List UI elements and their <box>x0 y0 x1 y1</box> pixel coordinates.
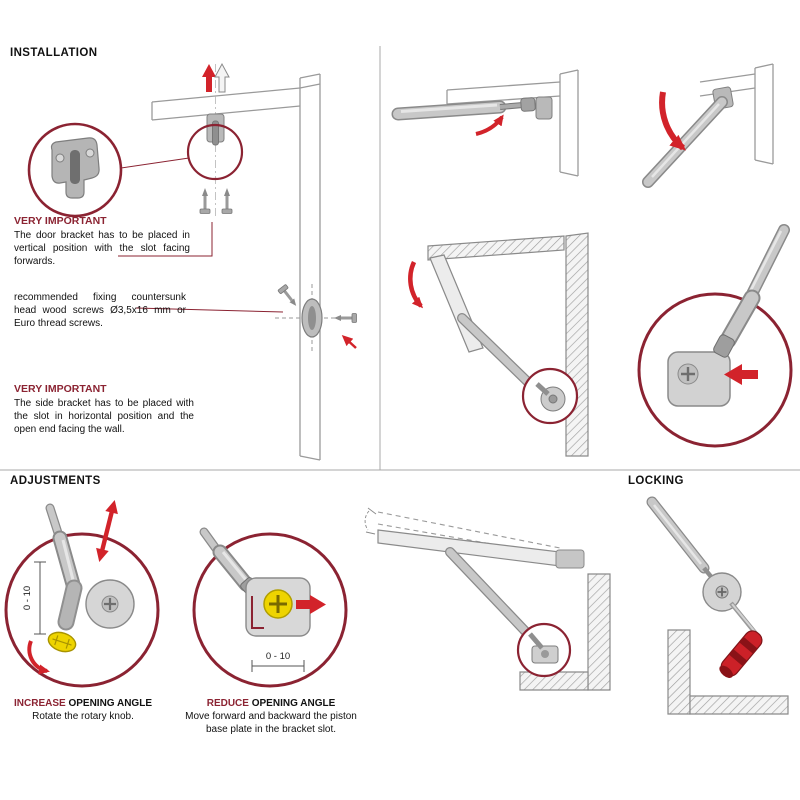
reduce-caption: REDUCE OPENING ANGLE Move forward and ba… <box>176 698 366 736</box>
slide-left-arrow-icon <box>724 364 758 385</box>
door-bracket-callout-circle <box>186 123 244 181</box>
section-dividers <box>0 46 800 471</box>
rotate-knob-arrow-icon <box>27 640 50 675</box>
bracket-detail-zoom <box>637 224 793 448</box>
flap-icon <box>377 529 561 567</box>
gas-strut-icon <box>391 97 536 121</box>
increase-caption-text: Rotate the rotary knob. <box>32 711 134 722</box>
locking-illustration <box>646 496 789 715</box>
side-plate-icon <box>702 572 742 612</box>
leader-lines <box>118 157 284 313</box>
piston-base-callout <box>521 367 579 425</box>
push-pull-arrow-icon <box>96 499 118 563</box>
dimension-label: 0 - 10 <box>22 586 33 610</box>
increase-emphasis: INCREASE <box>14 698 66 709</box>
flap-adjust-range <box>364 507 611 691</box>
gas-strut-icon <box>646 496 719 586</box>
reduce-angle-detail: 0 - 10 <box>192 527 348 688</box>
side-panel-hatched <box>587 573 611 691</box>
increase-rest: OPENING ANGLE <box>65 698 152 709</box>
bracket-plate-zoom <box>667 289 761 407</box>
side-bracket-assembly <box>275 284 357 352</box>
fixing-screws-icon <box>199 188 233 214</box>
push-up-arrows-icon <box>202 62 230 93</box>
rotate-down-arrow-icon <box>659 91 687 151</box>
side-screw-upper-icon <box>277 284 297 306</box>
reduce-caption-text: Move forward and backward the piston bas… <box>185 711 357 735</box>
cabinet-corner-drawing <box>151 73 321 461</box>
rotary-knob-icon <box>47 631 77 653</box>
close-arrow-icon <box>408 261 424 309</box>
bracket-plate-icon <box>245 577 311 637</box>
top-panel-hatched <box>427 235 565 261</box>
dimension-0-10 <box>34 561 46 635</box>
attach-arrow-icon <box>475 114 504 136</box>
increase-caption: INCREASE OPENING ANGLE Rotate the rotary… <box>2 698 164 724</box>
door-bracket-on-panel-icon <box>206 113 225 146</box>
important-side-block: VERY IMPORTANT The side bracket has to b… <box>14 383 194 436</box>
important-door-text: The door bracket has to be placed in ver… <box>14 230 190 267</box>
increase-caption-title: INCREASE OPENING ANGLE <box>2 698 164 709</box>
section-title-adjustments: ADJUSTMENTS <box>10 475 101 487</box>
important-door-block: VERY IMPORTANT The door bracket has to b… <box>14 215 190 268</box>
attach-strut-illustration <box>391 69 579 177</box>
slide-right-arrow-icon <box>296 595 326 614</box>
angle-ticks <box>364 507 377 535</box>
side-panel-hatched <box>667 629 691 715</box>
piston-base-callout <box>516 622 572 678</box>
important-side-label: VERY IMPORTANT <box>14 383 107 395</box>
gas-strut-icon <box>642 96 728 188</box>
gas-strut-icon <box>746 224 790 300</box>
gas-strut-icon <box>52 530 83 631</box>
section-title-locking: LOCKING <box>628 475 684 487</box>
side-plate-icon <box>85 579 135 629</box>
open-flap-section <box>408 232 589 457</box>
dimension-0-10 <box>251 660 305 672</box>
ceiling-bracket-icon <box>535 96 553 120</box>
reduce-emphasis: REDUCE <box>206 698 249 709</box>
section-title-installation: INSTALLATION <box>10 47 98 59</box>
hinge-bracket-icon <box>555 549 585 569</box>
reduce-rest: OPENING ANGLE <box>248 698 336 709</box>
reduce-caption-title: REDUCE OPENING ANGLE <box>176 698 366 709</box>
rotate-strut-illustration <box>642 63 774 188</box>
door-bracket-zoom <box>27 122 123 218</box>
bottom-panel-hatched <box>689 695 789 715</box>
increase-angle-detail: 0 - 10 <box>4 499 160 688</box>
side-screw-right-icon <box>334 313 357 323</box>
screwdriver-icon <box>719 601 763 678</box>
insert-arrow-icon <box>341 334 357 349</box>
important-door-label: VERY IMPORTANT <box>14 215 107 227</box>
bottom-panel-hatched <box>519 671 589 691</box>
screws-note-text: recommended fixing countersunk head wood… <box>14 292 186 329</box>
dimension-label: 0 - 10 <box>266 651 290 662</box>
important-side-text: The side bracket has to be placed with t… <box>14 398 194 435</box>
side-panel-hatched <box>565 232 589 457</box>
